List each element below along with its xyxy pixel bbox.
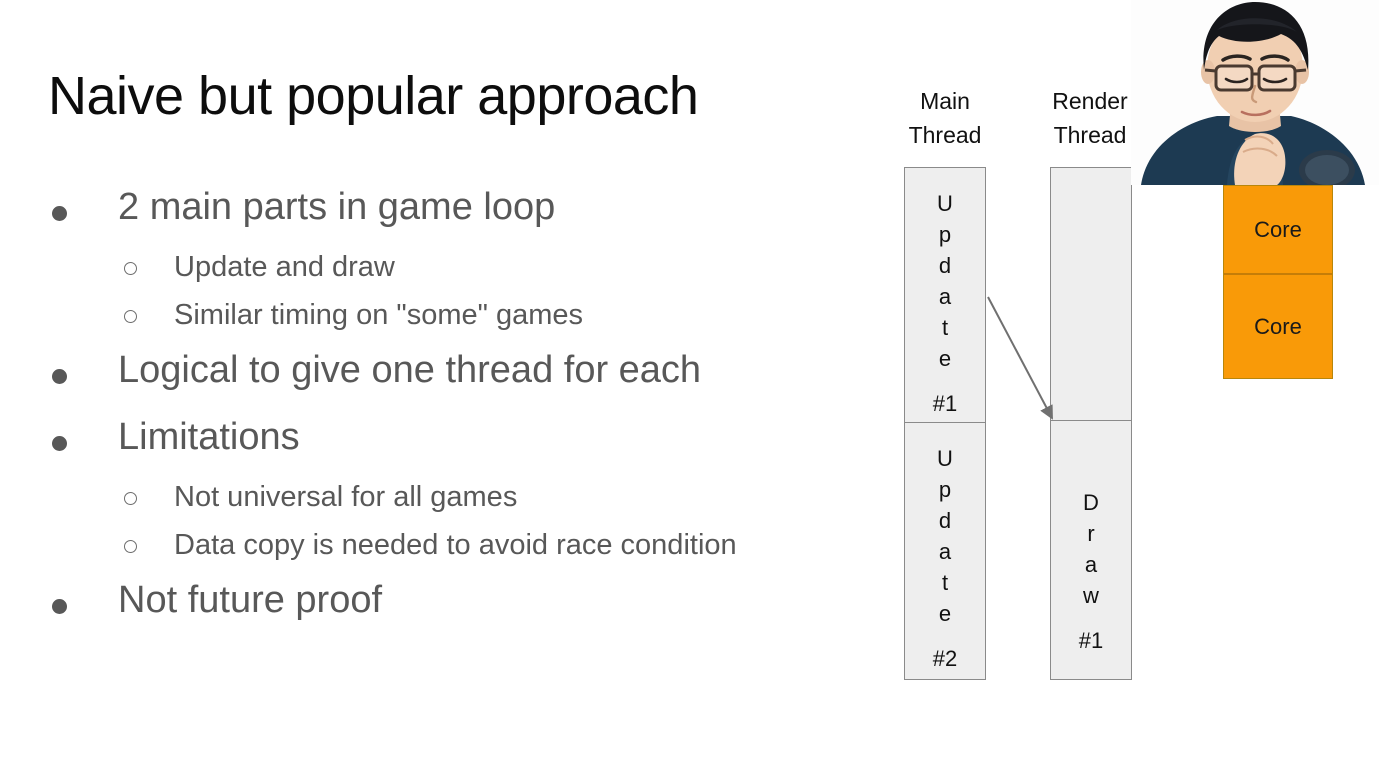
stacked-letter: e xyxy=(938,346,952,371)
core-box-1: Core xyxy=(1224,186,1332,273)
render-thread-header: Render Thread xyxy=(1048,84,1132,152)
stacked-letter: a xyxy=(938,284,952,309)
bullet-text: Similar timing on "some" games xyxy=(174,299,584,331)
bullet-item: Not future proof xyxy=(52,569,912,636)
render-thread-header-line2: Thread xyxy=(1053,122,1127,148)
bullet-ring-shape xyxy=(124,261,137,275)
main-thread-header-line1: Main xyxy=(920,88,970,114)
bullet-dot-shape xyxy=(52,205,67,221)
bullet-text: Limitations xyxy=(118,416,300,458)
bullet-text: Not future proof xyxy=(118,579,383,621)
stacked-letter: U xyxy=(937,191,953,216)
bullet-dot-icon xyxy=(52,411,118,473)
main-block-2-index: #2 xyxy=(932,646,958,671)
bullet-ring-shape xyxy=(124,309,137,323)
bullet-dot-shape xyxy=(52,598,67,614)
presenter-webcam-overlay xyxy=(1131,0,1379,185)
bullet-item: Logical to give one thread for each xyxy=(52,339,912,406)
bullet-text: 2 main parts in game loop xyxy=(118,186,556,228)
bullet-item: Limitations xyxy=(52,406,912,473)
stacked-letter: r xyxy=(1087,521,1095,546)
core-box-2: Core xyxy=(1224,273,1332,378)
bullet-text: Data copy is needed to avoid race condit… xyxy=(174,529,737,561)
bullet-ring-icon xyxy=(124,243,174,291)
stacked-letter: a xyxy=(938,539,952,564)
stacked-letter: w xyxy=(1083,583,1099,608)
presenter-webcam-image xyxy=(1131,0,1379,185)
stacked-letter: a xyxy=(1084,552,1098,577)
render-block-idle-empty xyxy=(1051,168,1131,420)
bullet-dot-icon xyxy=(52,181,118,243)
stacked-letter: t xyxy=(941,570,949,595)
bullet-item: 2 main parts in game loop xyxy=(52,176,912,243)
main-block-1-index: #1 xyxy=(932,391,958,416)
slide-title: Naive but popular approach xyxy=(48,66,699,126)
bullet-item: Update and draw xyxy=(124,243,912,291)
bullet-ring-shape xyxy=(124,491,137,505)
bullet-item: Similar timing on "some" games xyxy=(124,291,912,339)
bullet-ring-icon xyxy=(124,291,174,339)
main-thread-header: Main Thread xyxy=(903,84,987,152)
bullet-text: Logical to give one thread for each xyxy=(118,349,702,391)
main-thread-header-line2: Thread xyxy=(908,122,982,148)
bullet-text: Not universal for all games xyxy=(174,481,518,513)
render-thread-header-line1: Render xyxy=(1052,88,1128,114)
bullet-dot-icon xyxy=(52,344,118,406)
stacked-letter: p xyxy=(938,222,952,247)
stacked-letter: D xyxy=(1083,490,1099,515)
stacked-letter: t xyxy=(941,315,949,340)
bullet-dot-icon xyxy=(52,574,118,636)
core-stack: Core Core xyxy=(1223,185,1333,379)
stacked-letter: d xyxy=(938,253,952,278)
bullet-ring-icon xyxy=(124,473,174,521)
bullet-item: Not universal for all games xyxy=(124,473,912,521)
core-box-1-label: Core xyxy=(1254,216,1302,242)
stacked-letter: p xyxy=(938,477,952,502)
bullet-dot-shape xyxy=(52,368,67,384)
stacked-letter: e xyxy=(938,601,952,626)
bullet-text: Update and draw xyxy=(174,251,395,283)
render-thread-block-idle xyxy=(1051,168,1131,420)
bullet-item: Data copy is needed to avoid race condit… xyxy=(124,521,912,569)
stacked-letter: U xyxy=(937,446,953,471)
bullet-ring-icon xyxy=(124,521,174,569)
render-block-draw-index: #1 xyxy=(1078,628,1104,653)
bullet-ring-shape xyxy=(124,539,137,553)
core-box-2-label: Core xyxy=(1254,313,1302,339)
stacked-letter: d xyxy=(938,508,952,533)
bullet-dot-shape xyxy=(52,435,67,451)
